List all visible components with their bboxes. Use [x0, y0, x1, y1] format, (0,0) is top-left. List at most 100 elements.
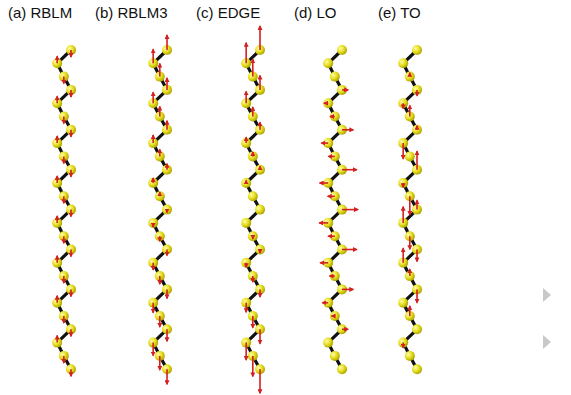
displacement-arrow	[70, 210, 72, 217]
displacement-arrow	[63, 316, 65, 323]
helical-chain	[319, 45, 358, 374]
displacement-arrow	[166, 329, 168, 341]
displacement-arrow	[245, 43, 247, 63]
displacement-arrow	[252, 316, 254, 328]
displacement-arrow	[166, 78, 168, 90]
atom	[255, 245, 265, 255]
displacement-arrow	[328, 156, 334, 158]
displacement-arrow	[259, 76, 261, 90]
atom	[330, 351, 340, 361]
atom	[398, 58, 408, 68]
displacement-arrow	[416, 126, 418, 130]
displacement-arrow	[259, 289, 261, 297]
displacement-arrow	[70, 50, 72, 57]
displacement-arrow	[70, 170, 72, 177]
displacement-arrow	[409, 236, 411, 249]
displacement-arrow	[159, 149, 161, 156]
displacement-arrow	[159, 192, 161, 196]
displacement-arrow	[56, 176, 58, 183]
displacement-arrow	[252, 236, 254, 239]
displacement-arrow	[324, 102, 328, 104]
displacement-arrow	[56, 216, 58, 223]
displacement-arrow	[166, 369, 168, 384]
atom	[398, 298, 408, 308]
atom	[398, 178, 408, 188]
atom	[330, 112, 340, 122]
atom	[162, 165, 172, 175]
atom	[323, 338, 333, 348]
displacement-arrow	[152, 178, 154, 183]
displacement-arrow	[70, 250, 72, 257]
displacement-arrow	[152, 303, 154, 313]
displacement-arrow	[342, 129, 353, 131]
displacement-arrow	[152, 92, 154, 103]
atom	[330, 271, 340, 281]
atom	[248, 231, 258, 241]
displacement-arrow	[166, 250, 168, 256]
displacement-arrow	[56, 256, 58, 263]
displacement-arrow	[63, 356, 65, 363]
displacement-arrow	[166, 35, 168, 50]
atom	[337, 45, 347, 55]
displacement-arrow	[332, 315, 335, 317]
displacement-arrow	[63, 276, 65, 283]
helical-chain	[148, 35, 172, 384]
displacement-arrow	[252, 107, 254, 116]
atom	[412, 85, 422, 95]
atom	[405, 151, 415, 161]
atom	[337, 364, 347, 374]
helical-chain	[52, 45, 76, 376]
panel-title: (c) EDGE	[196, 4, 260, 21]
displacement-arrow	[402, 343, 404, 348]
atom	[241, 218, 251, 228]
displacement-arrow	[402, 143, 404, 159]
displacement-arrow	[416, 151, 418, 169]
displacement-arrow	[159, 64, 161, 77]
panel-title: (d) LO	[294, 4, 337, 21]
displacement-arrow	[63, 196, 65, 203]
displacement-arrow	[416, 90, 418, 96]
displacement-arrow	[319, 222, 328, 224]
displacement-arrow	[245, 303, 247, 312]
atom	[248, 151, 258, 161]
displacement-arrow	[63, 236, 65, 243]
scroll-marker	[543, 335, 551, 349]
panel-title: (a) RBLM	[8, 4, 72, 21]
displacement-arrow	[252, 356, 254, 376]
displacement-arrow	[330, 116, 335, 118]
displacement-arrow	[342, 89, 348, 91]
helical-chain	[241, 26, 265, 393]
displacement-arrow	[259, 166, 261, 169]
panel-title: (b) RBLM3	[95, 4, 168, 21]
displacement-arrow	[70, 369, 72, 376]
helical-chain	[398, 45, 422, 374]
panel-title: (e) TO	[378, 4, 421, 21]
atom	[412, 364, 422, 374]
displacement-arrow	[152, 263, 154, 270]
atom	[155, 191, 165, 201]
displacement-arrow	[409, 269, 411, 276]
displacement-arrow	[259, 329, 261, 343]
displacement-arrow	[409, 105, 411, 116]
atom	[148, 218, 158, 228]
atom	[412, 125, 422, 135]
displacement-arrow	[159, 236, 161, 241]
displacement-arrow	[56, 136, 58, 143]
atom	[255, 165, 265, 175]
displacement-arrow	[409, 196, 411, 215]
displacement-arrow	[159, 107, 161, 117]
displacement-arrow	[342, 289, 353, 291]
displacement-arrow	[259, 369, 261, 393]
atom	[412, 324, 422, 334]
displacement-arrow	[409, 73, 411, 77]
displacement-arrow	[320, 262, 328, 264]
displacement-arrow	[56, 336, 58, 343]
displacement-arrow	[402, 183, 404, 187]
atom	[148, 178, 158, 188]
displacement-arrow	[152, 135, 154, 143]
displacement-arrow	[402, 103, 404, 108]
atom	[255, 205, 265, 215]
displacement-arrow	[416, 250, 418, 262]
atom	[162, 205, 172, 215]
